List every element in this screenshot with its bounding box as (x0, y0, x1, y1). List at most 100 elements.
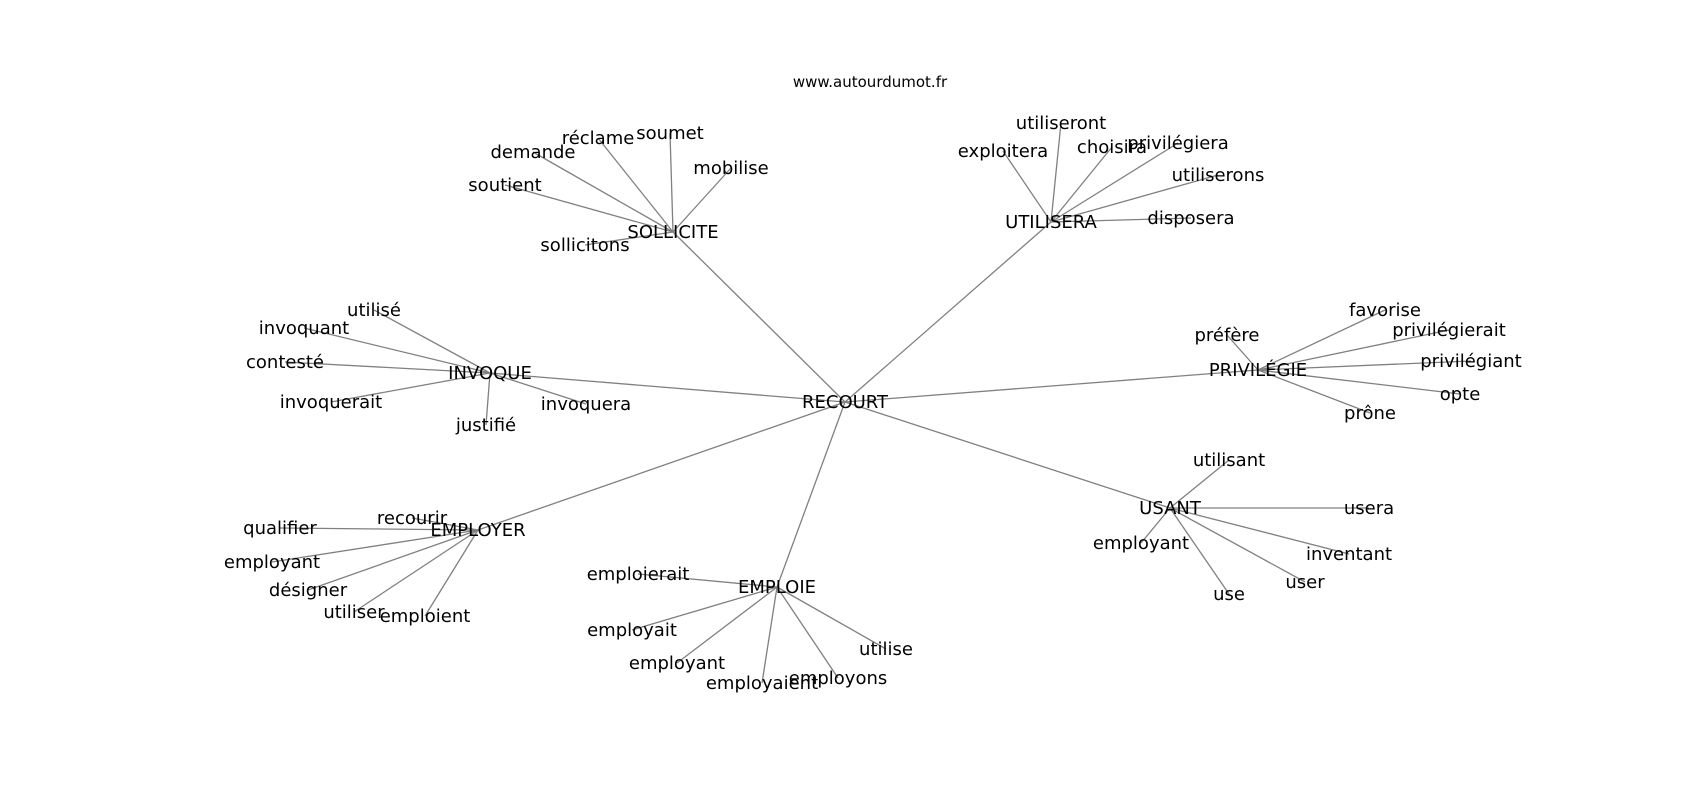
leaf-word[interactable]: recourir (377, 508, 448, 529)
leaf-word[interactable]: soutient (468, 175, 541, 196)
leaf-word[interactable]: use (1213, 584, 1245, 605)
edge-hub-to-leaf (1257, 369, 1371, 414)
edge-hub-to-leaf (637, 573, 778, 588)
leaf-word[interactable]: exploitera (958, 141, 1048, 162)
leaf-word[interactable]: opte (1440, 384, 1481, 405)
edge-hub-to-leaf (424, 529, 479, 617)
leaf-word[interactable]: privilégiant (1420, 351, 1521, 372)
hub-word[interactable]: PRIVILÉGIE (1209, 359, 1307, 381)
edge-hub-to-leaf (761, 586, 778, 684)
edge-hub-to-leaf (353, 529, 479, 613)
leaf-word[interactable]: employons (789, 668, 888, 689)
edge-hub-to-leaf (1169, 459, 1230, 509)
edges-layer (271, 122, 1472, 684)
edge-hub-to-leaf (485, 372, 491, 426)
leaf-word[interactable]: utiliser (323, 602, 385, 623)
edge-hub-to-leaf (279, 527, 479, 531)
hub-word[interactable]: SOLLICITE (627, 222, 718, 243)
edge-hub-to-leaf (776, 586, 839, 679)
leaf-word[interactable]: disposera (1147, 208, 1234, 229)
leaf-word[interactable]: mobilise (693, 158, 768, 179)
leaf-word[interactable]: justifié (455, 415, 516, 436)
leaf-word[interactable]: invoquera (541, 394, 631, 415)
edge-hub-to-leaf (307, 529, 479, 591)
leaf-word[interactable]: utiliserons (1172, 165, 1265, 186)
edge-hub-to-leaf (1169, 507, 1230, 595)
leaf-word[interactable]: réclame (562, 128, 635, 149)
edge-root-to-hub (844, 401, 1171, 509)
edge-hub-to-leaf (1169, 507, 1306, 583)
leaf-word[interactable]: employant (629, 653, 725, 674)
edge-hub-to-leaf (669, 132, 674, 233)
leaf-word[interactable]: usera (1344, 498, 1394, 519)
leaf-word[interactable]: soumet (636, 123, 703, 144)
leaf-word[interactable]: demande (491, 142, 576, 163)
leaf-word[interactable]: utilisé (347, 300, 401, 321)
edge-root-to-hub (844, 221, 1052, 403)
edge-hub-to-leaf (1050, 217, 1192, 223)
edge-hub-to-leaf (1140, 507, 1171, 544)
leaf-word[interactable]: préfère (1195, 325, 1260, 346)
edge-hub-to-leaf (1257, 309, 1386, 371)
edge-hub-to-leaf (672, 167, 732, 233)
leaf-word[interactable]: invoquant (259, 318, 349, 339)
leaf-word[interactable]: prône (1344, 403, 1396, 424)
root-word[interactable]: RECOURT (802, 392, 889, 413)
edge-root-to-hub (776, 401, 846, 588)
site-watermark[interactable]: www.autourdumot.fr (793, 73, 948, 91)
edge-hub-to-leaf (1257, 369, 1461, 395)
leaf-word[interactable]: désigner (269, 580, 348, 601)
leaf-word[interactable]: utiliseront (1016, 113, 1106, 134)
leaf-word[interactable]: employait (587, 620, 677, 641)
edge-hub-to-leaf (1050, 146, 1113, 223)
leaf-word[interactable]: user (1285, 572, 1325, 593)
leaf-word[interactable]: contesté (246, 352, 324, 373)
edge-hub-to-leaf (489, 372, 587, 405)
edge-hub-to-leaf (1257, 329, 1450, 371)
leaf-word[interactable]: emploient (380, 606, 471, 627)
hub-word[interactable]: EMPLOYER (430, 520, 525, 541)
edge-hub-to-leaf (330, 372, 491, 403)
leaf-word[interactable]: inventant (1306, 544, 1392, 565)
edge-hub-to-leaf (584, 231, 674, 246)
edge-hub-to-leaf (1050, 142, 1179, 223)
edge-hub-to-leaf (504, 184, 674, 233)
edge-hub-to-leaf (411, 517, 479, 531)
edge-root-to-hub (844, 369, 1259, 403)
leaf-word[interactable]: emploierait (587, 564, 690, 585)
edge-hub-to-leaf (776, 586, 887, 650)
leaf-word[interactable]: invoquerait (280, 392, 382, 413)
leaf-word[interactable]: favorise (1349, 300, 1421, 321)
leaf-word[interactable]: employant (1093, 533, 1189, 554)
edge-hub-to-leaf (373, 309, 491, 374)
edge-hub-to-leaf (631, 586, 778, 631)
edge-hub-to-leaf (1257, 360, 1472, 371)
hub-word[interactable]: USANT (1139, 498, 1202, 519)
edge-hub-to-leaf (1226, 334, 1259, 371)
hub-word[interactable]: INVOQUE (448, 363, 532, 384)
leaf-word[interactable]: privilégiera (1127, 133, 1229, 154)
hub-word[interactable]: EMPLOIE (738, 577, 816, 598)
leaf-word[interactable]: utilisant (1193, 450, 1265, 471)
edge-hub-to-leaf (1002, 150, 1052, 223)
edge-hub-to-leaf (532, 151, 674, 233)
edge-hub-to-leaf (1050, 174, 1219, 223)
hub-word[interactable]: UTILISERA (1005, 212, 1097, 233)
edge-root-to-hub (489, 372, 846, 403)
leaf-word[interactable]: choisira (1077, 137, 1147, 158)
leaf-word[interactable]: sollicitons (540, 235, 629, 256)
leaf-word[interactable]: qualifier (243, 518, 317, 539)
leaf-word[interactable]: privilégierait (1392, 320, 1506, 341)
edge-hub-to-leaf (1050, 122, 1062, 223)
edge-hub-to-leaf (597, 137, 674, 233)
leaf-word[interactable]: utilise (859, 639, 913, 660)
leaf-word[interactable]: employaient (706, 673, 818, 694)
edge-root-to-hub (477, 401, 846, 531)
edge-hub-to-leaf (271, 529, 479, 563)
edge-hub-to-leaf (284, 361, 491, 374)
leaf-word[interactable]: employant (224, 552, 320, 573)
edge-hub-to-leaf (303, 327, 491, 374)
edge-hub-to-leaf (1169, 507, 1350, 555)
